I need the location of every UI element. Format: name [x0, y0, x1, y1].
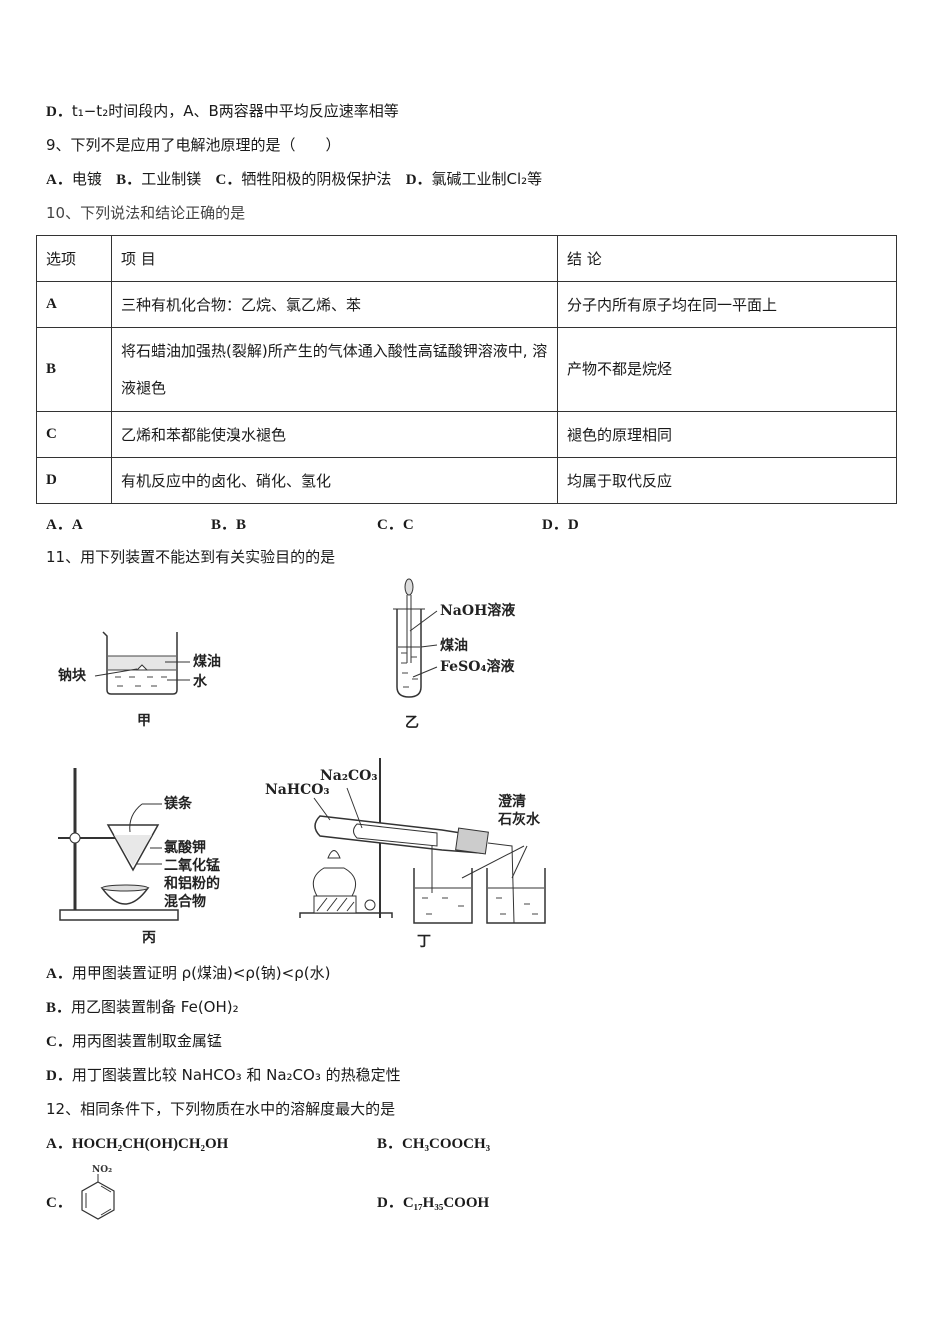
q10-answer-d: D．D — [542, 517, 579, 533]
option-text: 工业制镁 — [141, 170, 202, 188]
option-label: C． — [46, 1034, 72, 1050]
q12-option-a: A．HOCH₂CH(OH)CH₂OH — [46, 1133, 228, 1154]
label-sodium: 钠块 — [58, 667, 87, 684]
option-text: 用甲图装置证明 ρ(煤油)<ρ(钠)<ρ(水) — [71, 964, 331, 982]
q8-option-d: D．t₁−t₂时间段内，A、B两容器中平均反应速率相等 — [46, 101, 399, 122]
q11-option-c: C．用丙图装置制取金属锰 — [46, 1031, 222, 1052]
q9-options: A．电镀 B．工业制镁 C．牺牲阳极的阴极保护法 D．氯碱工业制Cl₂等 — [46, 169, 542, 190]
label-mixture: 混合物 — [164, 893, 206, 910]
option-label: D． — [46, 1068, 72, 1084]
option-text: 用乙图装置制备 Fe(OH)₂ — [71, 998, 239, 1016]
option-label: D． — [377, 1195, 403, 1211]
figure-yi-test-tube: NaOH溶液 煤油 FeSO₄溶液 乙 — [393, 578, 516, 731]
q11-stem: 11、用下列装置不能达到有关实验目的的是 — [46, 548, 336, 566]
q11-option-a: A．用甲图装置证明 ρ(煤油)<ρ(钠)<ρ(水) — [46, 963, 330, 984]
row-item: 三种有机化合物：乙烷、氯乙烯、苯 — [111, 281, 558, 328]
label-feso4: FeSO₄溶液 — [440, 658, 516, 675]
q10-stem: 10、下列说法和结论正确的是 — [46, 204, 246, 222]
q10-answer-b: B．B — [211, 517, 247, 533]
caption-bing: 丙 — [142, 930, 156, 946]
q11-option-b: B．用乙图装置制备 Fe(OH)₂ — [46, 997, 239, 1018]
q9-option-b: B．工业制镁 — [116, 169, 201, 190]
option-label: C． — [215, 172, 242, 188]
option-text: 用丁图装置比较 NaHCO₃ 和 Na₂CO₃ 的热稳定性 — [71, 1066, 401, 1084]
option-label: B． — [46, 1000, 72, 1016]
option-label: C． — [46, 1195, 72, 1211]
row-option: D — [36, 457, 112, 504]
option-text: t₁−t₂时间段内，A、B两容器中平均反应速率相等 — [71, 102, 399, 120]
label-al-powder: 和铝粉的 — [164, 875, 220, 892]
table-row: C 乙烯和苯都能使溴水褪色 褪色的原理相同 — [36, 411, 897, 458]
label-kclo3: 氯酸钾 — [164, 839, 206, 856]
q10-answer-a: A．A — [46, 517, 83, 533]
row-conclusion: 分子内所有原子均在同一平面上 — [557, 281, 897, 328]
label-limewater: 石灰水 — [497, 811, 541, 828]
q9-option-d: D．氯碱工业制Cl₂等 — [406, 169, 543, 190]
caption-yi: 乙 — [405, 715, 419, 731]
table-row: D 有机反应中的卤化、硝化、氢化 均属于取代反应 — [36, 457, 897, 504]
header-option: 选项 — [36, 235, 112, 282]
label-kerosene: 煤油 — [440, 637, 468, 654]
figure-ding-thermal-stability: Na₂CO₃ NaHCO₃ 澄清 石灰水 丁 — [265, 758, 546, 950]
label-nahco3: NaHCO₃ — [265, 782, 330, 798]
caption-jia: 甲 — [137, 713, 151, 729]
option-label: A． — [46, 172, 72, 188]
option-label: D． — [46, 104, 72, 120]
option-label: B． — [116, 172, 142, 188]
row-conclusion: 褪色的原理相同 — [557, 411, 897, 458]
option-text: 用丙图装置制取金属锰 — [71, 1032, 222, 1050]
label-mno2: 二氧化锰 — [164, 857, 220, 874]
figure-bing-thermite: 镁条 氯酸钾 二氧化锰 和铝粉的 混合物 丙 — [58, 768, 220, 946]
header-conclusion: 结 论 — [557, 235, 897, 282]
row-item: 将石蜡油加强热(裂解)所产生的气体通入酸性高锰酸钾溶液中, 溶液褪色 — [111, 327, 558, 412]
label-na2co3: Na₂CO₃ — [320, 768, 377, 784]
row-conclusion: 产物不都是烷烃 — [557, 327, 897, 412]
figure-jia-beaker: 钠块 煤油 水 甲 — [58, 631, 221, 729]
option-text: 电镀 — [71, 170, 102, 188]
label-clear: 澄清 — [498, 793, 526, 810]
table-row: A 三种有机化合物：乙烷、氯乙烯、苯 分子内所有原子均在同一平面上 — [36, 281, 897, 328]
q12-option-d: D．C₁₇H₃₅COOH — [377, 1192, 489, 1213]
option-label: A． — [46, 1136, 72, 1152]
q9-option-a: A．电镀 — [46, 169, 102, 190]
label-water: 水 — [193, 673, 208, 690]
q9-stem: 9、下列不是应用了电解池原理的是（ ） — [46, 136, 341, 154]
row-option: C — [36, 411, 112, 458]
label-mg-strip: 镁条 — [164, 795, 193, 812]
option-label: A． — [46, 966, 72, 982]
table-header-row: 选项 项 目 结 论 — [36, 235, 897, 282]
label-kerosene: 煤油 — [193, 653, 221, 670]
header-item: 项 目 — [111, 235, 558, 282]
q12-option-b: B．CH₃COOCH₃ — [377, 1133, 490, 1154]
nitrobenzene-structure-icon: NO₂ — [81, 1165, 115, 1220]
row-option: A — [36, 281, 112, 328]
option-text: CH₃COOCH₃ — [402, 1136, 491, 1152]
q12-option-c: C． — [46, 1192, 72, 1213]
option-text: C₁₇H₃₅COOH — [402, 1195, 490, 1211]
option-text: 氯碱工业制Cl₂等 — [431, 170, 543, 188]
option-label: B． — [377, 1136, 403, 1152]
q11-option-d: D．用丁图装置比较 NaHCO₃ 和 Na₂CO₃ 的热稳定性 — [46, 1065, 401, 1086]
option-text: 牺牲阳极的阴极保护法 — [241, 170, 392, 188]
label-no2: NO₂ — [92, 1165, 112, 1175]
option-text: HOCH₂CH(OH)CH₂OH — [71, 1136, 229, 1152]
q10-answer-c: C．C — [377, 517, 414, 533]
q9-option-c: C．牺牲阳极的阴极保护法 — [216, 169, 392, 190]
q12-stem: 12、相同条件下，下列物质在水中的溶解度最大的是 — [46, 1100, 396, 1118]
caption-ding: 丁 — [417, 934, 431, 950]
row-option: B — [36, 327, 112, 412]
row-item: 有机反应中的卤化、硝化、氢化 — [111, 457, 558, 504]
row-item: 乙烯和苯都能使溴水褪色 — [111, 411, 558, 458]
table-row: B 将石蜡油加强热(裂解)所产生的气体通入酸性高锰酸钾溶液中, 溶液褪色 产物不… — [36, 327, 897, 412]
option-label: D． — [405, 172, 432, 188]
q10-table: 选项 项 目 结 论 A 三种有机化合物：乙烷、氯乙烯、苯 分子内所有原子均在同… — [36, 235, 897, 504]
label-naoh: NaOH溶液 — [440, 602, 516, 619]
row-conclusion: 均属于取代反应 — [557, 457, 897, 504]
